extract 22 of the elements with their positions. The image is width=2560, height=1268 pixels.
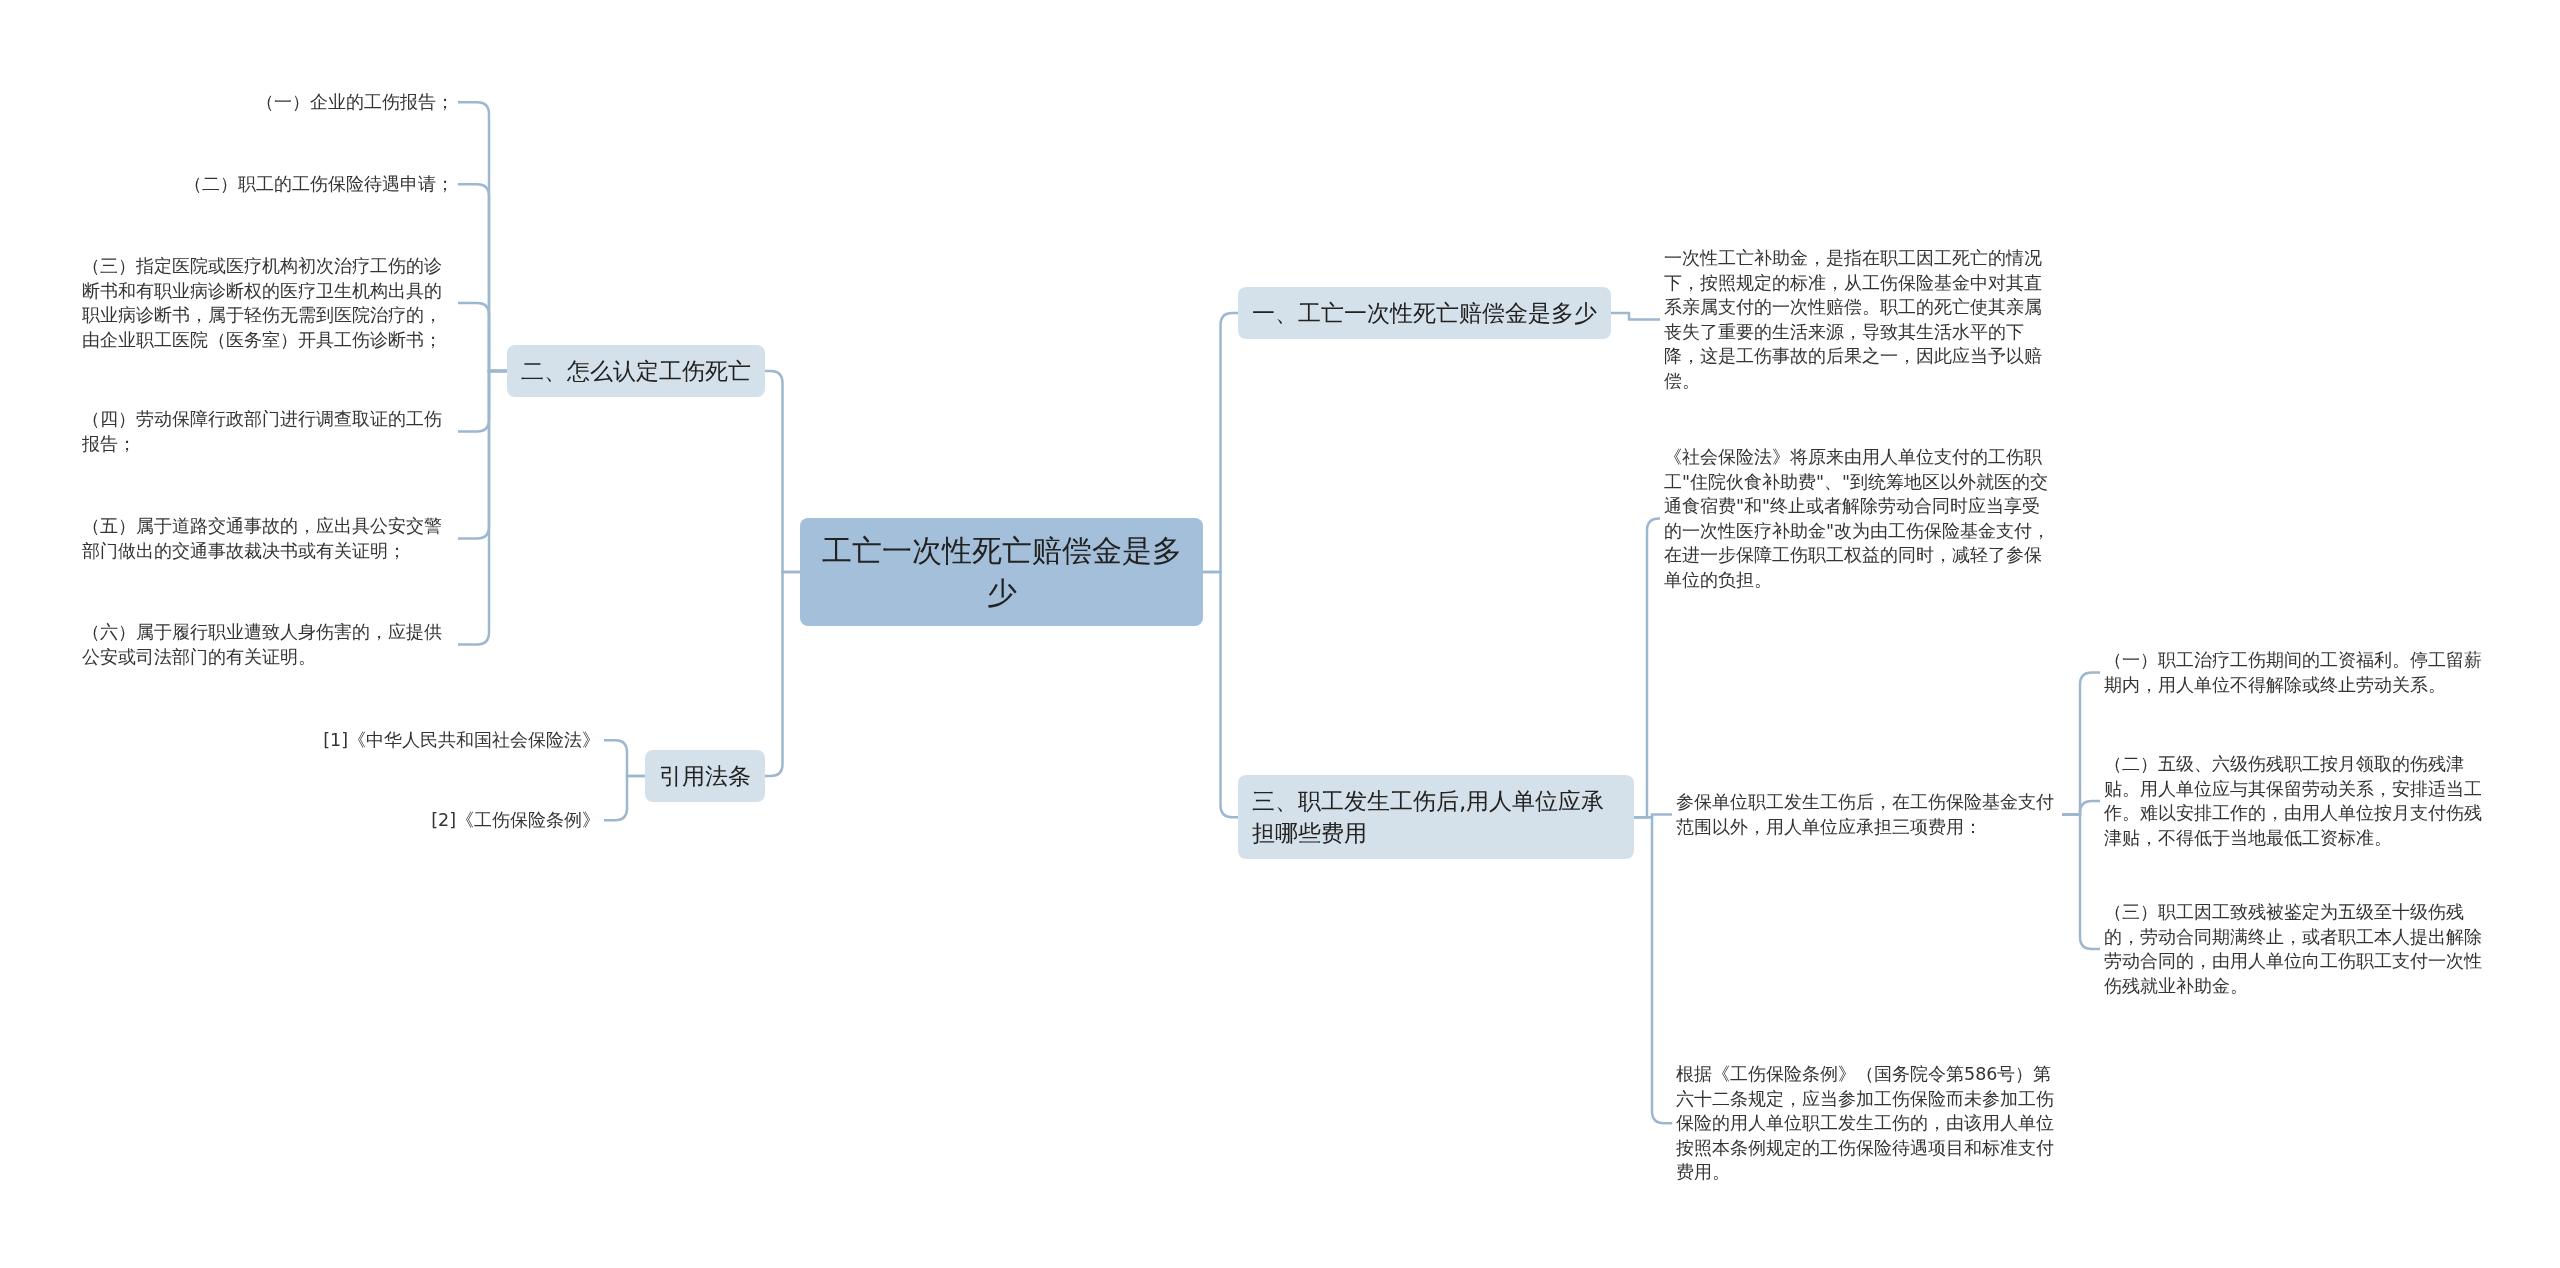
- topic-text: 参保单位职工发生工伤后，在工伤保险基金支付范围以外，用人单位应承担三项费用：: [1672, 788, 2062, 841]
- topic-text: （四）劳动保障行政部门进行调查取证的工伤报告；: [78, 405, 458, 458]
- central-topic-box: 工亡一次性死亡赔偿金是多少: [800, 518, 1203, 626]
- topic-box: 一、工亡一次性死亡赔偿金是多少: [1238, 287, 1611, 340]
- topic-text: （一）职工治疗工伤期间的工资福利。停工留薪期内，用人单位不得解除或终止劳动关系。: [2100, 646, 2490, 699]
- topic-text: （三）职工因工致残被鉴定为五级至十级伤残的，劳动合同期满终止，或者职工本人提出解除劳动合同的，由用人单位向工伤职工支付一次性伤残就业补助金。: [2100, 898, 2490, 1000]
- topic-text: （五）属于道路交通事故的，应出具公安交警部门做出的交通事故裁决书或有关证明；: [78, 512, 458, 565]
- topic-text: 《社会保险法》将原来由用人单位支付的工伤职工"住院伙食补助费"、"到统筹地区以外就医的交通食宿费"和"终止或者解除劳动合同时应当享受的一次性医疗补助金"改为由工伤保险基金支付，在进一步保障工伤职工权益的同时，减轻了参保单位的负担。: [1660, 443, 2055, 594]
- topic-text: 根据《工伤保险条例》（国务院令第586号）第六十二条规定，应当参加工伤保险而未参加工伤保险的用人单位职工发生工伤的，由该用人单位按照本条例规定的工伤保险待遇项目和标准支付费用。: [1672, 1060, 2062, 1187]
- topic-text: （三）指定医院或医疗机构初次治疗工伤的诊断书和有职业病诊断权的医疗卫生机构出具的职业病诊断书，属于轻伤无需到医院治疗的，由企业职工医院（医务室）开具工伤诊断书；: [78, 252, 458, 354]
- connector-line: [1611, 311, 1660, 321]
- topic-text: （二）职工的工伤保险待遇申请；: [180, 170, 458, 199]
- topic-text: （一）企业的工伤报告；: [252, 88, 458, 117]
- topic-text: （六）属于履行职业遭致人身伤害的，应提供公安或司法部门的有关证明。: [78, 618, 458, 671]
- topic-text: [1]《中华人民共和国社会保险法》: [319, 726, 604, 755]
- topic-text: （二）五级、六级伤残职工按月领取的伤残津贴。用人单位应与其保留劳动关系，安排适当工作。难以安排工作的，由用人单位按月支付伤残津贴，不得低于当地最低工资标准。: [2100, 750, 2490, 852]
- topic-text: [2]《工伤保险条例》: [427, 806, 604, 835]
- connector-line: [604, 774, 645, 822]
- topic-box: 三、职工发生工伤后,用人单位应承担哪些费用: [1238, 775, 1634, 860]
- topic-box: 二、怎么认定工伤死亡: [507, 345, 765, 398]
- topic-box: 引用法条: [645, 750, 765, 803]
- topic-text: 一次性工亡补助金，是指在职工因工死亡的情况下，按照规定的标准，从工伤保险基金中对其直系亲属支付的一次性赔偿。职工的死亡使其亲属丧失了重要的生活来源，导致其生活水平的下降，这是工伤事故的后果之一，因此应当予以赔偿。: [1660, 244, 2055, 395]
